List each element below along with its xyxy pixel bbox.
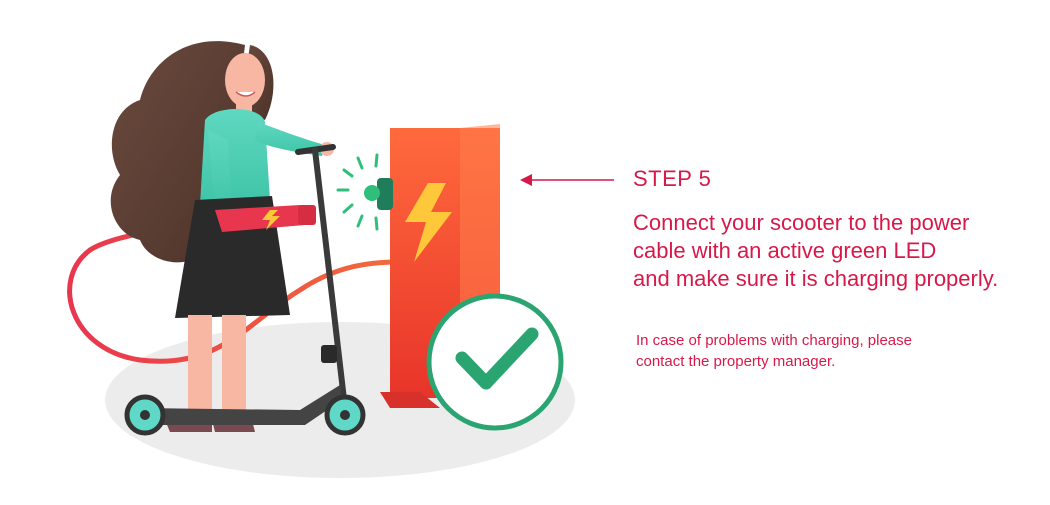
step-title: STEP 5 — [633, 166, 712, 191]
led-glow-icon — [336, 153, 393, 231]
left-arrow-icon — [520, 174, 614, 186]
scooter — [124, 144, 366, 436]
instruction-line: and make sure it is charging properly. — [633, 266, 999, 291]
help-note: In case of problems with charging, pleas… — [636, 330, 1036, 372]
note-line: contact the property manager. — [636, 353, 836, 370]
instruction-line: cable with an active green LED — [633, 238, 937, 263]
checkmark-icon — [426, 293, 564, 431]
lightning-bolt-icon — [405, 183, 452, 262]
charging-illustration — [67, 41, 575, 478]
power-plug — [215, 205, 316, 232]
instruction-line: Connect your scooter to the power — [633, 210, 970, 235]
note-line: In case of problems with charging, pleas… — [636, 332, 912, 349]
instruction-text: Connect your scooter to the power cable … — [633, 209, 1043, 293]
woman-figure — [110, 41, 334, 432]
